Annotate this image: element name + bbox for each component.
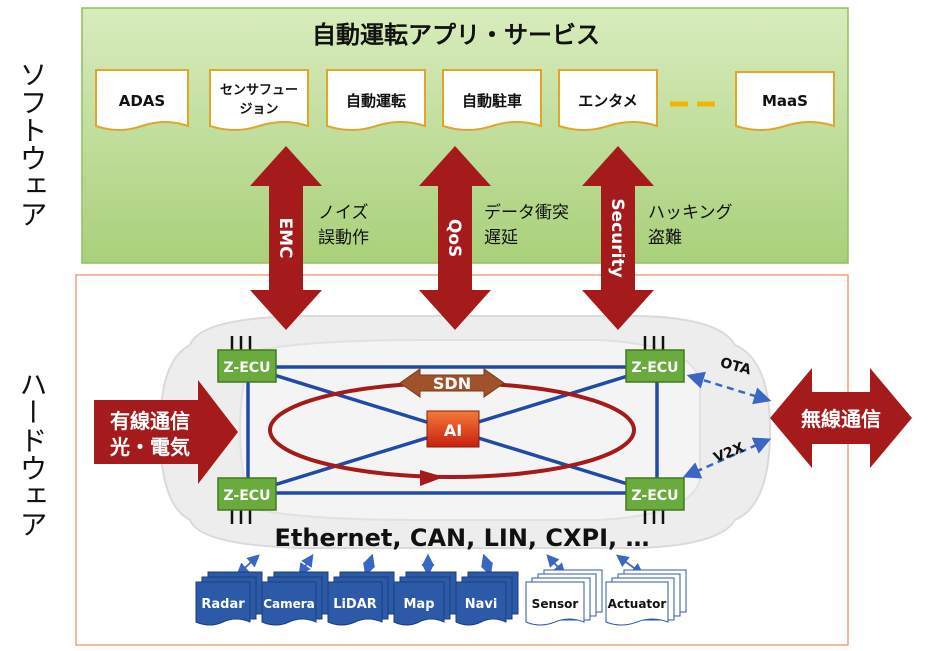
z-ecu-front-right: Z-ECU: [625, 349, 685, 383]
svg-text:Z-ECU: Z-ECU: [632, 360, 679, 376]
app-card-maas: MaaS: [735, 71, 835, 131]
app-label-line2: ジョン: [239, 102, 278, 117]
svg-text:LiDAR: LiDAR: [333, 597, 377, 612]
app-label: エンタメ: [578, 92, 638, 110]
svg-text:Z-ECU: Z-ECU: [224, 488, 271, 504]
software-title: 自動運転アプリ・サービス: [312, 21, 600, 49]
sdn-loop-arrowhead: [420, 470, 444, 486]
ecu-pins: [230, 336, 665, 524]
security-label: Security: [607, 198, 627, 277]
sdn-double-arrow: [399, 368, 505, 398]
emc-note-2: 誤動作: [318, 228, 369, 248]
svg-text:Camera: Camera: [263, 597, 315, 611]
app-label: 自動駐車: [462, 92, 522, 110]
wireless-comms-arrow: 無線通信: [770, 368, 912, 468]
svg-text:Navi: Navi: [465, 597, 498, 612]
device-map: Map: [393, 571, 457, 626]
z-ecu-rear-left: Z-ECU: [217, 477, 277, 511]
app-label: MaaS: [762, 92, 808, 110]
z-ecu-front-left: Z-ECU: [217, 349, 277, 383]
wired-comms-arrow: 有線通信 光・電気: [94, 380, 238, 484]
qos-note-2: 遅延: [484, 228, 518, 248]
svg-text:Radar: Radar: [201, 597, 245, 612]
device-radar: Radar: [195, 571, 263, 626]
ai-label: AI: [444, 421, 462, 440]
app-card-adas: ADAS: [95, 69, 189, 131]
device-actuator: Actuator: [605, 569, 687, 626]
svg-text:Sensor: Sensor: [532, 597, 579, 611]
app-card-sensor-fusion: センサフュー ジョン: [209, 69, 309, 131]
qos-label: QoS: [444, 219, 464, 257]
app-card-entertainment: エンタメ: [558, 69, 658, 131]
wireless-label: 無線通信: [801, 407, 881, 431]
emc-label: EMC: [275, 217, 295, 258]
security-note-2: 盗難: [648, 228, 682, 248]
svg-text:Z-ECU: Z-ECU: [224, 360, 271, 376]
svg-text:Map: Map: [403, 597, 434, 612]
app-label: 自動運転: [346, 92, 406, 110]
ota-label: OTA: [718, 355, 752, 379]
svg-text:Z-ECU: Z-ECU: [632, 488, 679, 504]
z-ecu-rear-right: Z-ECU: [625, 477, 685, 511]
app-card-autonomous-driving: 自動運転: [326, 69, 426, 131]
app-label: センサフュー: [220, 83, 298, 98]
app-label: ADAS: [119, 92, 165, 110]
ai-box: [426, 410, 480, 448]
v2x-link: [682, 437, 772, 479]
hardware-layer-label: ハードウェア: [16, 370, 49, 538]
wired-label-1: 有線通信: [110, 409, 190, 433]
qos-arrow: QoS: [419, 146, 491, 330]
security-arrow: Security: [582, 146, 654, 330]
security-note-1: ハッキング: [648, 203, 733, 223]
device-lidar: LiDAR: [327, 571, 395, 626]
emc-arrow: EMC: [250, 146, 322, 330]
sdn-label: SDN: [433, 374, 471, 393]
svg-text:Actuator: Actuator: [608, 597, 667, 611]
device-navi: Navi: [455, 571, 519, 626]
software-layer-label: ソフトウェア: [16, 60, 49, 228]
device-sensor: Sensor: [525, 569, 603, 626]
device-camera: Camera: [261, 571, 329, 626]
emc-note-1: ノイズ: [318, 203, 369, 223]
app-card-auto-parking: 自動駐車: [442, 69, 542, 131]
ota-link: [686, 371, 772, 405]
qos-note-1: データ衝突: [484, 202, 569, 223]
bus-protocols-label: Ethernet, CAN, LIN, CXPI, …: [274, 524, 649, 552]
wired-label-2: 光・電気: [109, 435, 190, 459]
